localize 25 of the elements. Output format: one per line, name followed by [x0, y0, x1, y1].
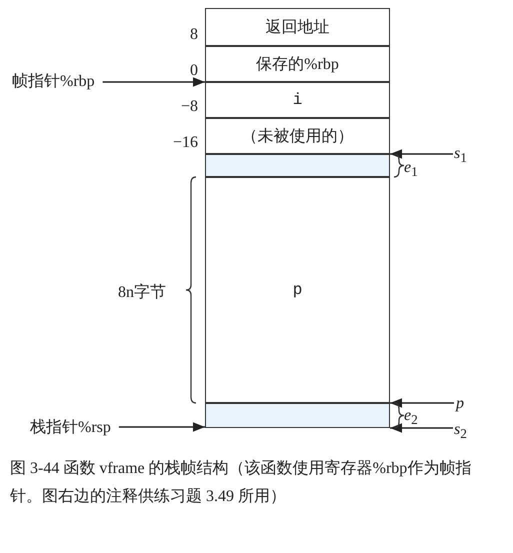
stack-slot: 返回地址	[205, 8, 390, 46]
pointer-label: 帧指针%rbp	[12, 72, 95, 92]
stack-slot: （未被使用的）	[205, 118, 390, 154]
arrow	[390, 423, 453, 433]
offset-label: 0	[189, 61, 198, 81]
pointer-label: s$_{2}$	[454, 420, 467, 444]
stack-slot: 保存的%rbp	[205, 46, 390, 82]
figure-caption: 图 3-44 函数 vframe 的栈帧结构（该函数使用寄存器%rbp作为帧指针。图右边的注释供练习题 3.49 所用）	[10, 458, 472, 507]
arrow	[102, 77, 205, 87]
offset-label: −8	[180, 97, 198, 117]
stack-slot	[205, 403, 390, 428]
stack-slot: i	[205, 82, 390, 118]
size-label: 8n字节	[118, 283, 166, 303]
arrow	[390, 149, 453, 159]
stack-slot: p	[205, 177, 390, 403]
pointer-label: p	[456, 394, 464, 414]
arrow	[390, 398, 454, 408]
size-label: e$_{1}$	[404, 158, 418, 182]
pointer-label: 栈指针%rsp	[30, 418, 111, 438]
offset-label: −16	[172, 133, 198, 153]
pointer-label: s$_{1}$	[454, 144, 467, 168]
size-label: e$_{2}$	[404, 406, 418, 430]
offset-label: 8	[189, 25, 198, 45]
arrow	[118, 422, 205, 432]
stack-slot	[205, 154, 390, 177]
